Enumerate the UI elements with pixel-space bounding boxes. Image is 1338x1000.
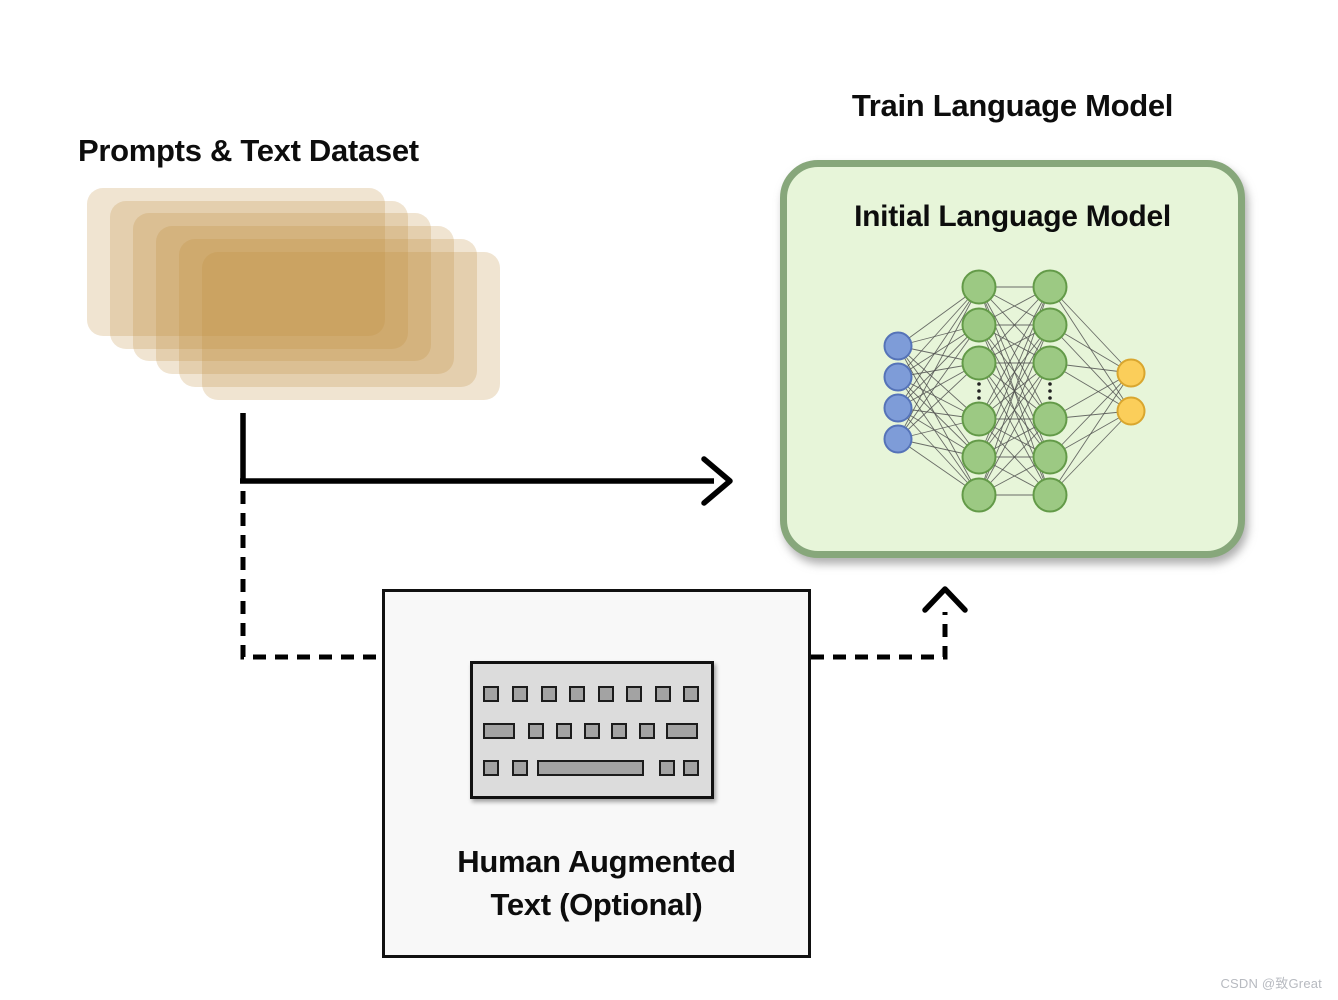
initial-language-model-label: Initial Language Model bbox=[854, 200, 1171, 233]
dataset-card bbox=[110, 200, 408, 349]
dataset-card bbox=[202, 251, 500, 400]
train-arrow-head bbox=[701, 456, 733, 506]
neural-network-icon bbox=[883, 269, 1146, 513]
dataset-card bbox=[133, 213, 431, 362]
train-language-model-title: Train Language Model bbox=[851, 88, 1174, 123]
dataset-card bbox=[156, 226, 454, 375]
human-augmented-text-line2: Text (Optional) bbox=[490, 887, 703, 922]
model-box-dashed-arrow-head bbox=[922, 586, 968, 613]
keyboard-icon bbox=[470, 661, 714, 799]
human-box-dashed-path bbox=[240, 491, 380, 660]
model-box-dashed-path bbox=[811, 612, 948, 660]
human-augmented-text-label: Human Augmented Text (Optional) bbox=[385, 840, 808, 926]
csdn-watermark: CSDN @致Great bbox=[1220, 976, 1322, 991]
dataset-card bbox=[87, 188, 385, 336]
prompts-dataset-title: Prompts & Text Dataset bbox=[78, 133, 419, 168]
dataset-card bbox=[179, 238, 477, 387]
prompts-dataset-stack bbox=[87, 188, 507, 403]
human-augmented-text-box: Human Augmented Text (Optional) bbox=[382, 589, 811, 958]
initial-language-model-box: Initial Language Model bbox=[780, 160, 1245, 558]
human-augmented-text-line1: Human Augmented bbox=[457, 844, 736, 879]
